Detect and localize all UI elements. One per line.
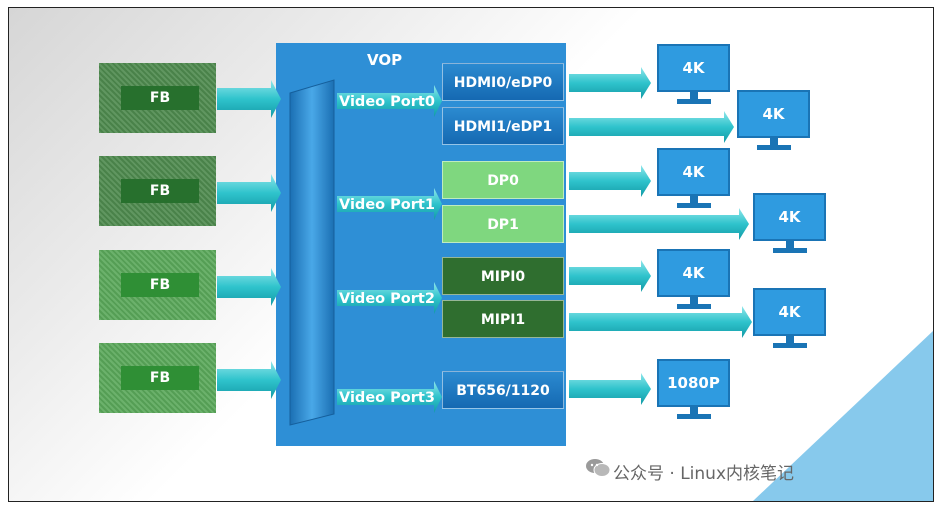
diagram-frame: FB FB FB FB — [8, 7, 934, 502]
port-arrow-2 — [337, 282, 442, 314]
display-mux — [289, 79, 335, 426]
interface-mipi1: MIPI1 — [442, 300, 564, 338]
decorative-corner — [753, 331, 933, 501]
display-label: 1080P — [657, 359, 730, 407]
interface-hdmi1-edp1: HDMI1/eDP1 — [442, 107, 564, 145]
framebuffer-2: FB — [99, 250, 216, 320]
connection-arrows — [217, 67, 752, 426]
interface-mipi0: MIPI0 — [442, 257, 564, 295]
fb-arrow-0 — [217, 80, 281, 118]
framebuffer-label: FB — [121, 86, 199, 110]
port-arrow-0 — [337, 85, 442, 117]
display-label: 4K — [657, 148, 730, 196]
video-port-1: Video Port1 — [339, 197, 435, 213]
display-label: 4K — [657, 249, 730, 297]
fb-arrow-2 — [217, 268, 281, 306]
interface-dp1: DP1 — [442, 205, 564, 243]
watermark-text: 公众号 · Linux内核笔记 — [613, 464, 795, 484]
out-arrow-3 — [569, 208, 749, 240]
framebuffer-3: FB — [99, 343, 216, 413]
port-arrow-1 — [337, 188, 442, 220]
display-label: 4K — [753, 288, 826, 336]
port-arrow-3 — [337, 381, 442, 413]
framebuffer-label: FB — [121, 366, 199, 390]
video-port-0: Video Port0 — [339, 94, 435, 110]
interface-hdmi0-edp0: HDMI0/eDP0 — [442, 63, 564, 101]
video-port-3: Video Port3 — [339, 390, 435, 406]
out-arrow-0 — [569, 67, 651, 99]
out-arrow-1 — [569, 111, 734, 143]
fb-arrow-1 — [217, 174, 281, 212]
framebuffer-label: FB — [121, 179, 199, 203]
fb-arrow-3 — [217, 361, 281, 399]
display-label: 4K — [753, 193, 826, 241]
out-arrow-2 — [569, 165, 651, 197]
display-label: 4K — [737, 90, 810, 138]
video-port-2: Video Port2 — [339, 291, 435, 307]
out-arrow-6 — [569, 373, 651, 405]
framebuffer-1: FB — [99, 156, 216, 226]
vop-title: VOP — [367, 51, 403, 69]
framebuffer-0: FB — [99, 63, 216, 133]
out-arrow-4 — [569, 260, 651, 292]
out-arrow-5 — [569, 306, 752, 338]
interface-bt656-1120: BT656/1120 — [442, 371, 564, 409]
wechat-icon — [586, 459, 611, 477]
display-label: 4K — [657, 44, 730, 92]
framebuffer-label: FB — [121, 273, 199, 297]
interface-dp0: DP0 — [442, 161, 564, 199]
